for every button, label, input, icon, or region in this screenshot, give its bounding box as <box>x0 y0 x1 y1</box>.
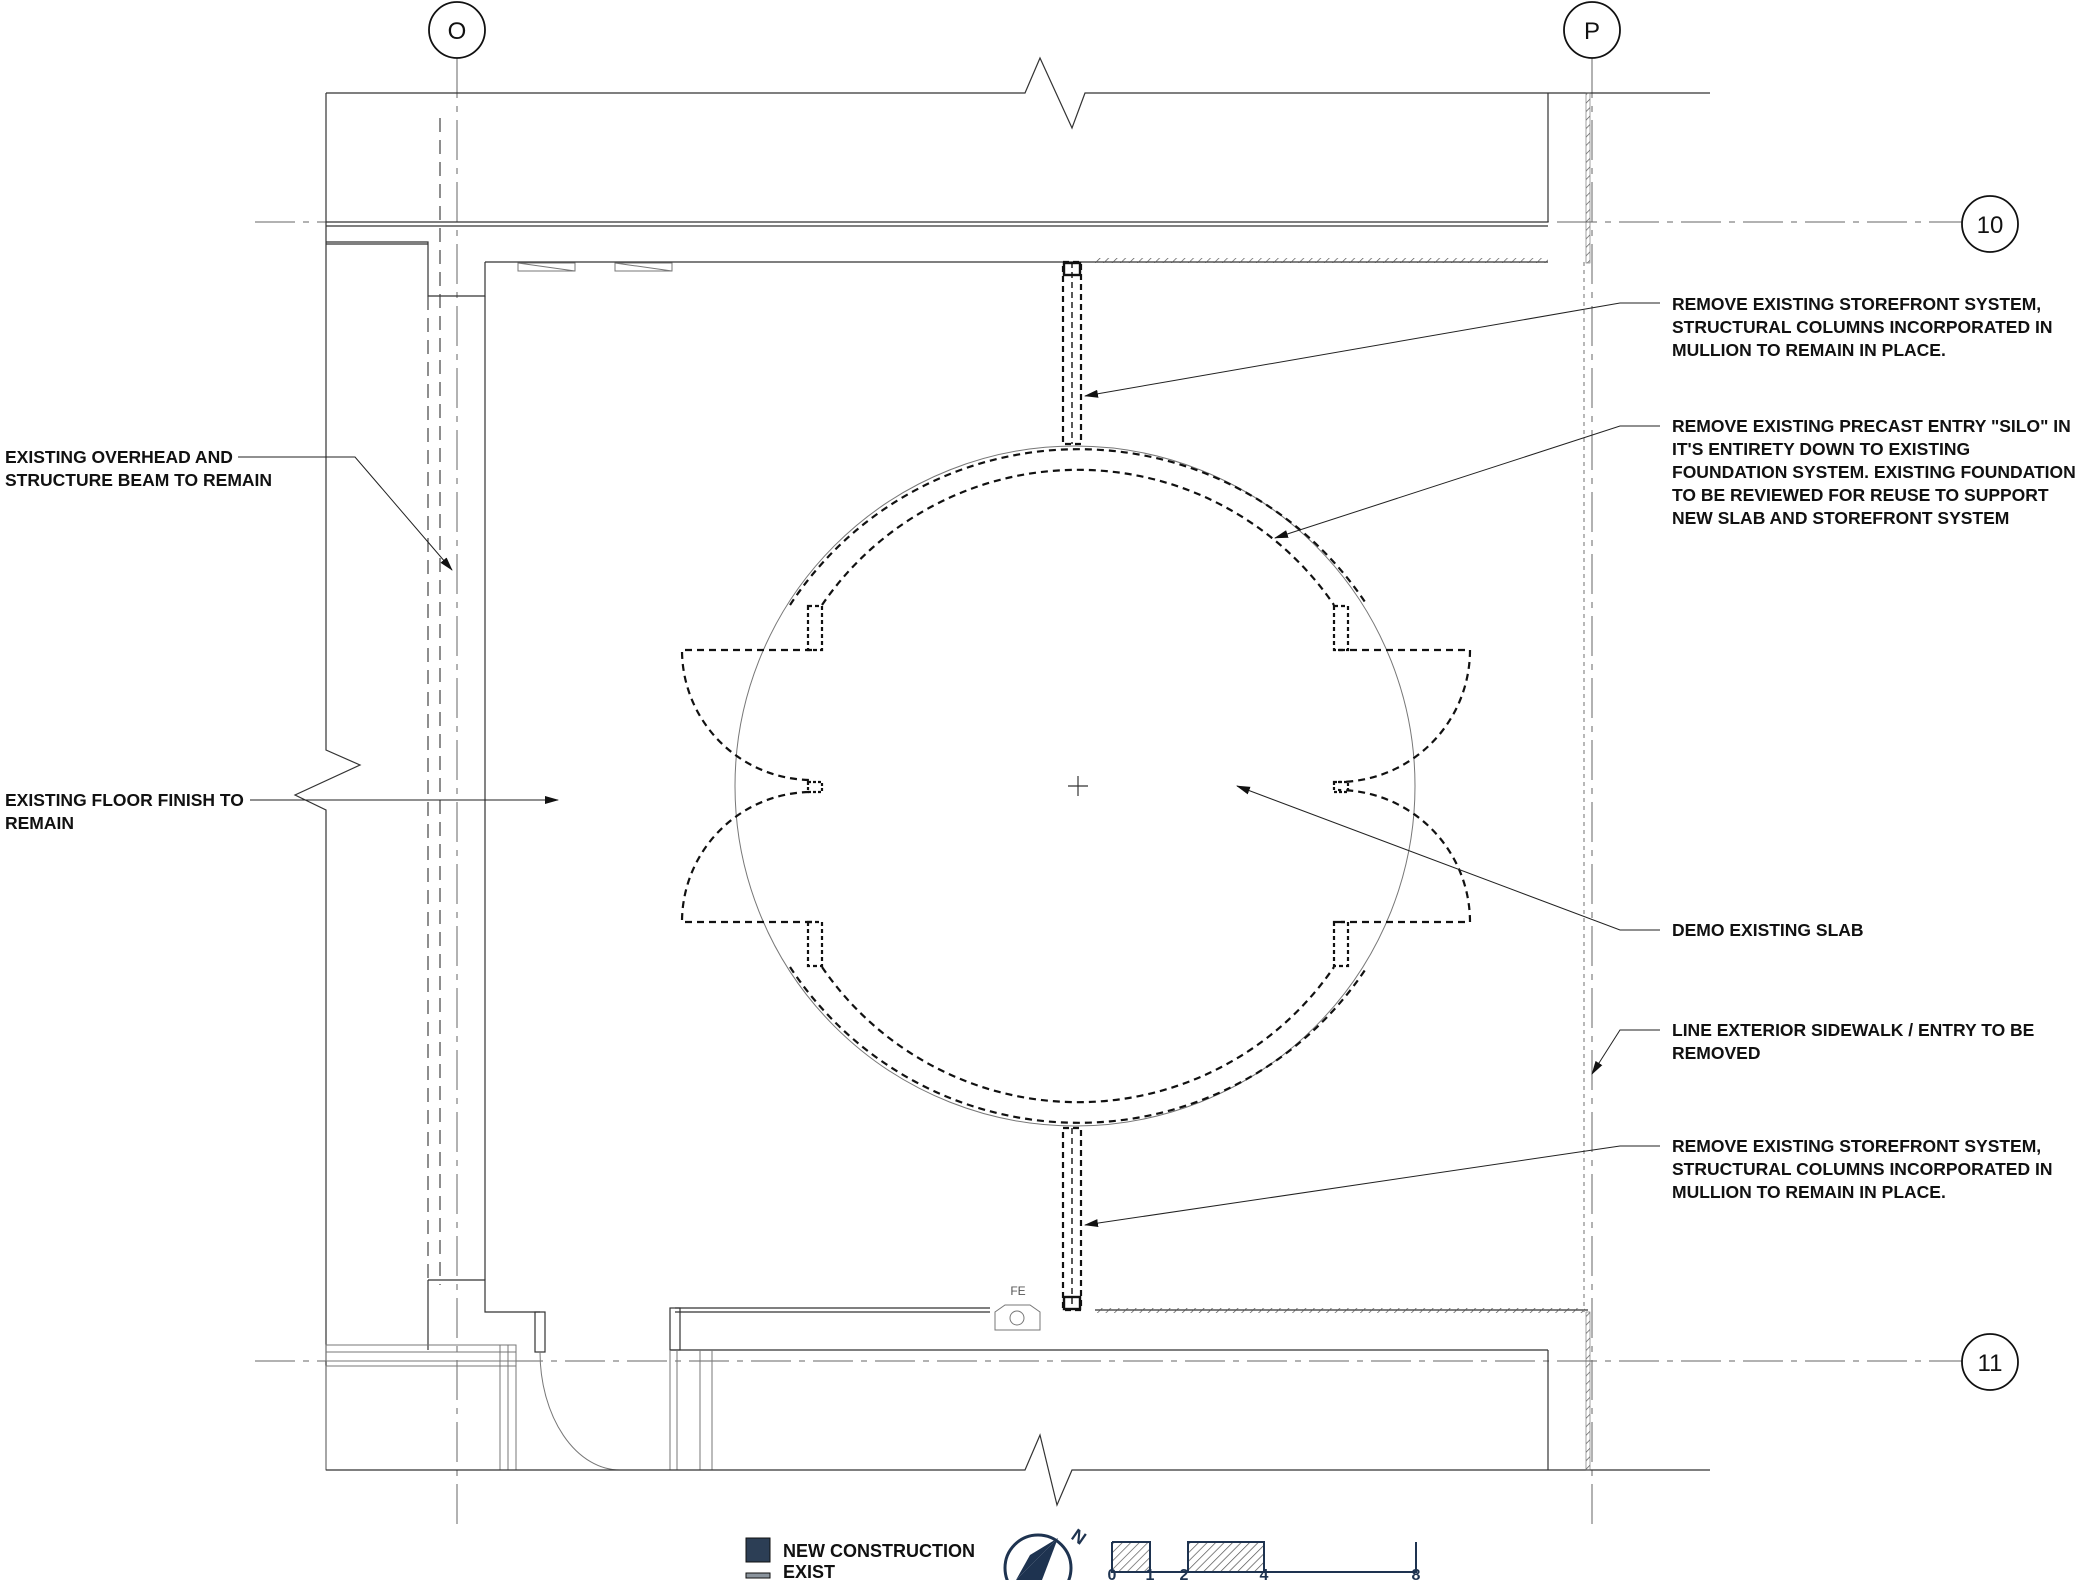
entry-silo <box>680 445 1472 1127</box>
note-overhead-beam: EXISTING OVERHEAD AND STRUCTURE BEAM TO … <box>5 447 272 490</box>
note-line: REMAIN <box>5 813 74 833</box>
fire-extinguisher-icon: FE <box>994 1284 1041 1331</box>
note-sidewalk: LINE EXTERIOR SIDEWALK / ENTRY TO BE REM… <box>1672 1020 2034 1063</box>
building-walls <box>293 56 1710 1507</box>
note-line: REMOVED <box>1672 1043 1760 1063</box>
note-line: LINE EXTERIOR SIDEWALK / ENTRY TO BE <box>1672 1020 2034 1040</box>
legend-label-exist: EXIST <box>783 1562 835 1580</box>
scale-label-0: 0 <box>1108 1567 1117 1580</box>
legend-swatch-exist <box>745 1572 771 1579</box>
scale-label-8: 8 <box>1412 1567 1421 1580</box>
legend-label-new: NEW CONSTRUCTION <box>783 1541 975 1561</box>
note-demo-slab: DEMO EXISTING SLAB <box>1672 920 1864 940</box>
note-line: FOUNDATION SYSTEM. EXISTING FOUNDATION <box>1672 462 2076 482</box>
note-line: NEW SLAB AND STOREFRONT SYSTEM <box>1672 508 2009 528</box>
grid-label-10: 10 <box>1977 212 2004 239</box>
grid-label-11: 11 <box>1978 1350 2003 1377</box>
scale-bar: 0 1 2 4 8 <box>1108 1541 1421 1580</box>
note-line: STRUCTURE BEAM TO REMAIN <box>5 470 272 490</box>
note-line: EXISTING FLOOR FINISH TO <box>5 790 244 810</box>
leader-lines <box>238 302 1660 1228</box>
note-line: DEMO EXISTING SLAB <box>1672 920 1864 940</box>
note-line: MULLION TO REMAIN IN PLACE. <box>1672 1182 1946 1202</box>
legend: NEW CONSTRUCTION EXIST <box>745 1537 975 1580</box>
grid-bubble-p: P <box>1563 1 1621 59</box>
note-line: REMOVE EXISTING STOREFRONT SYSTEM, <box>1672 294 2041 314</box>
note-line: IT'S ENTIRETY DOWN TO EXISTING <box>1672 439 1970 459</box>
note-line: STRUCTURAL COLUMNS INCORPORATED IN <box>1672 317 2052 337</box>
note-line: STRUCTURAL COLUMNS INCORPORATED IN <box>1672 1159 2052 1179</box>
north-arrow-icon: N <box>1003 1525 1090 1580</box>
note-line: REMOVE EXISTING STOREFRONT SYSTEM, <box>1672 1136 2041 1156</box>
note-line: EXISTING OVERHEAD AND <box>5 447 233 467</box>
grid-bubble-11: 11 <box>1961 1333 2019 1391</box>
scale-label-4: 4 <box>1260 1567 1269 1580</box>
fe-label: FE <box>1010 1284 1025 1298</box>
legend-swatch-new <box>745 1537 771 1563</box>
grid-bubble-o: O <box>428 1 486 59</box>
north-label: N <box>1068 1525 1090 1549</box>
note-silo: REMOVE EXISTING PRECAST ENTRY "SILO" IN … <box>1672 416 2076 528</box>
grid-lines <box>255 58 1962 1525</box>
note-line: TO BE REVIEWED FOR REUSE TO SUPPORT <box>1672 485 2049 505</box>
grid-label-p: P <box>1584 18 1600 45</box>
storefront-mullion-bottom <box>1061 1126 1083 1312</box>
note-storefront-top: REMOVE EXISTING STOREFRONT SYSTEM, STRUC… <box>1672 294 2052 360</box>
storefront-mullion-top <box>1061 260 1083 446</box>
scale-label-1: 1 <box>1146 1567 1155 1580</box>
note-line: REMOVE EXISTING PRECAST ENTRY "SILO" IN <box>1672 416 2071 436</box>
grid-label-o: O <box>448 18 467 45</box>
grid-bubble-10: 10 <box>1961 195 2019 253</box>
note-line: MULLION TO REMAIN IN PLACE. <box>1672 340 1946 360</box>
note-storefront-bottom: REMOVE EXISTING STOREFRONT SYSTEM, STRUC… <box>1672 1136 2052 1202</box>
note-floor-finish: EXISTING FLOOR FINISH TO REMAIN <box>5 790 244 833</box>
scale-label-2: 2 <box>1180 1567 1189 1580</box>
